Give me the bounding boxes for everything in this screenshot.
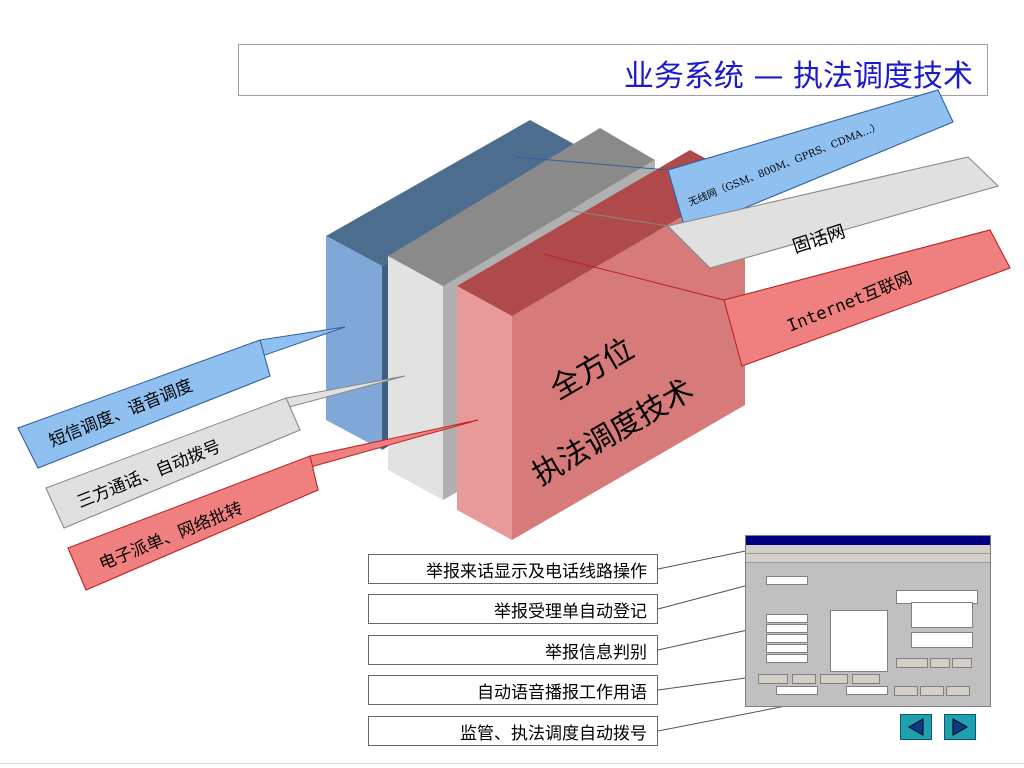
ss-field bbox=[766, 634, 808, 643]
app-screenshot bbox=[745, 535, 991, 707]
ss-button bbox=[930, 658, 950, 668]
ss-titlebar bbox=[746, 536, 990, 545]
ss-button bbox=[758, 674, 788, 684]
red-layer bbox=[457, 150, 745, 540]
ss-field bbox=[766, 576, 808, 585]
ss-field bbox=[846, 686, 888, 695]
ss-button bbox=[820, 674, 848, 684]
ss-toolbar bbox=[746, 554, 990, 563]
ss-panel bbox=[911, 632, 973, 648]
ss-field bbox=[766, 644, 808, 653]
feature-box-auto-register: 举报受理单自动登记 bbox=[368, 594, 658, 624]
feature-box-auto-dial: 监管、执法调度自动拨号 bbox=[368, 716, 658, 746]
ss-button bbox=[920, 686, 944, 696]
title-box: 业务系统 — 执法调度技术 bbox=[238, 44, 988, 96]
ss-field bbox=[766, 624, 808, 633]
bottom-divider bbox=[0, 763, 1024, 764]
callout-internet: Internet互联网 bbox=[542, 229, 1011, 367]
ss-button bbox=[952, 658, 972, 668]
next-slide-button[interactable] bbox=[944, 714, 976, 740]
ss-button bbox=[792, 674, 816, 684]
ss-field bbox=[776, 686, 818, 695]
ss-panel bbox=[911, 602, 973, 628]
ss-button bbox=[894, 686, 918, 696]
feature-box-voice-broadcast: 自动语音播报工作用语 bbox=[368, 675, 658, 705]
feature-box-info-judge: 举报信息判别 bbox=[368, 635, 658, 665]
feature-box-caller-display: 举报来话显示及电话线路操作 bbox=[368, 554, 658, 584]
prev-slide-button[interactable] bbox=[900, 714, 932, 740]
ss-field bbox=[766, 614, 808, 623]
ss-list-panel bbox=[830, 610, 888, 672]
ss-button bbox=[946, 686, 970, 696]
triangle-left-icon bbox=[907, 718, 924, 736]
ss-menubar bbox=[746, 545, 990, 554]
ss-button bbox=[852, 674, 880, 684]
page-title: 业务系统 — 执法调度技术 bbox=[623, 59, 973, 94]
ss-button bbox=[896, 658, 928, 668]
ss-field bbox=[766, 654, 808, 663]
triangle-right-icon bbox=[952, 718, 969, 736]
